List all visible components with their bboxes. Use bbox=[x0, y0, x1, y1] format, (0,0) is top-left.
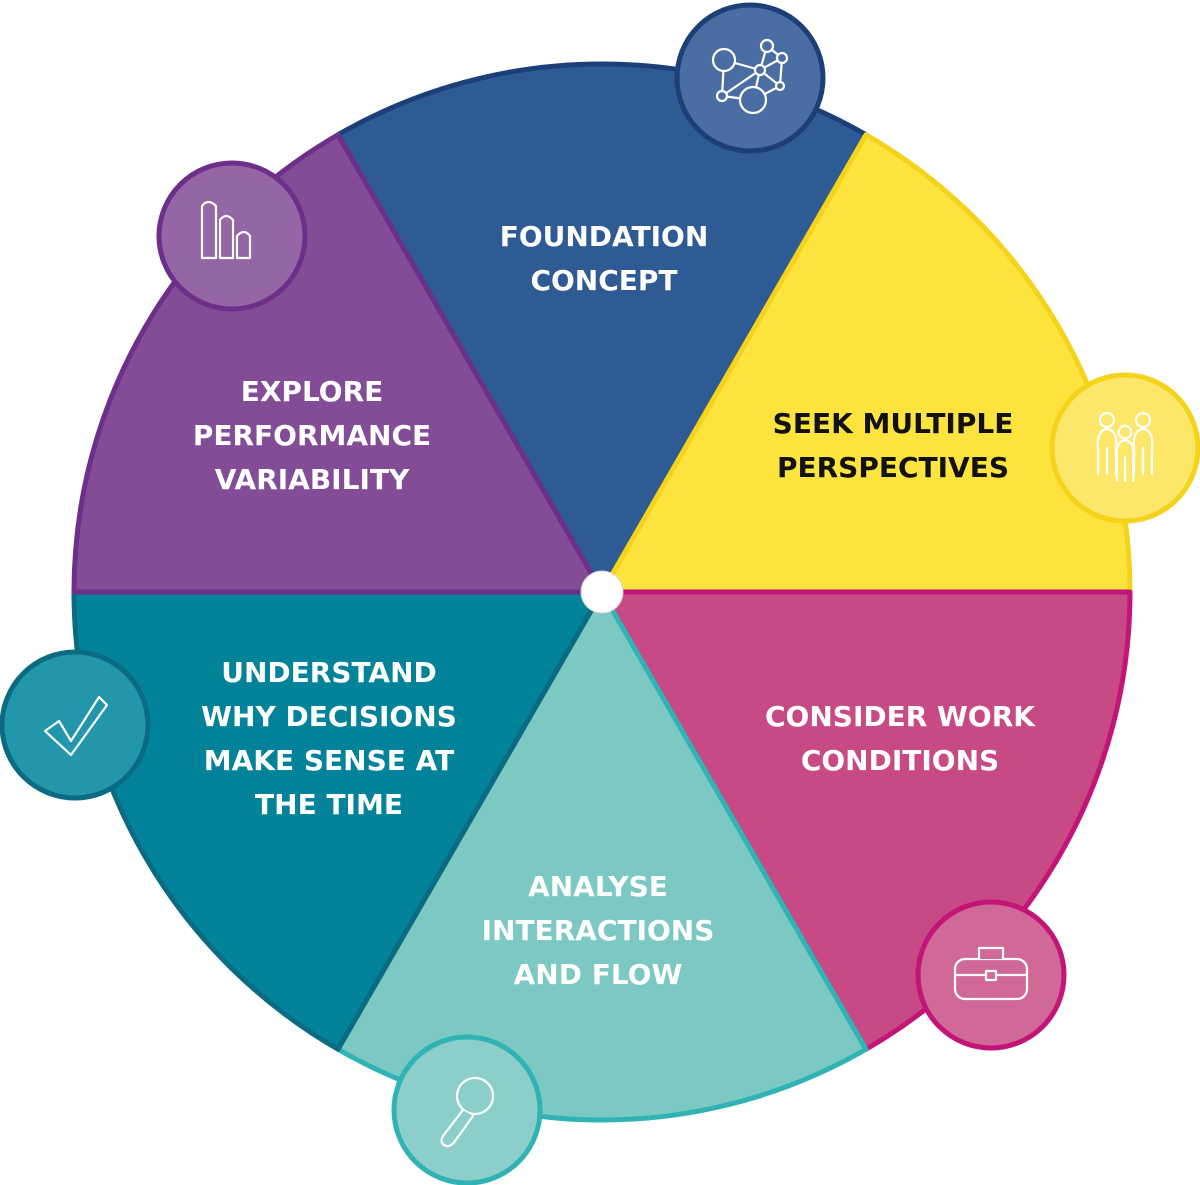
label-line: MAKE SENSE AT bbox=[204, 744, 454, 777]
segment-seek-multiple-perspectives bbox=[599, 132, 1133, 595]
checkmark-icon bbox=[43, 695, 109, 757]
label-line: EXPLORE bbox=[241, 375, 384, 408]
label-line: CONCEPT bbox=[530, 264, 677, 297]
label-seek-multiple-perspectives: SEEK MULTIPLE PERSPECTIVES bbox=[773, 407, 1014, 484]
network-icon bbox=[711, 38, 789, 115]
bars-icon-badge bbox=[156, 160, 308, 312]
network-icon-badge bbox=[674, 2, 826, 154]
label-line: THE TIME bbox=[255, 788, 403, 821]
label-understand-why-decisions: UNDERSTAND WHY DECISIONS MAKE SENSE AT THE … bbox=[201, 656, 457, 821]
toolbox-icon-badge bbox=[915, 899, 1067, 1051]
toolbox-icon bbox=[953, 946, 1029, 1001]
label-line: VARIABILITY bbox=[215, 463, 410, 496]
label-line: PERFORMANCE bbox=[193, 419, 431, 452]
label-line: CONSIDER WORK bbox=[765, 700, 1036, 733]
label-consider-work-conditions: CONSIDER WORK CONDITIONS bbox=[765, 700, 1036, 777]
label-line: SEEK MULTIPLE bbox=[773, 407, 1014, 440]
people-icon bbox=[1096, 411, 1154, 482]
label-foundation-concept: FOUNDATION CONCEPT bbox=[500, 220, 709, 297]
label-line: UNDERSTAND bbox=[221, 656, 437, 689]
label-line: PERSPECTIVES bbox=[777, 451, 1009, 484]
center-hub bbox=[580, 570, 624, 614]
label-analyse-interactions-and-flow: ANALYSE INTERACTIONS AND FLOW bbox=[482, 870, 715, 991]
label-line: ANALYSE bbox=[528, 870, 668, 903]
label-line: WHY DECISIONS bbox=[201, 700, 457, 733]
label-line: CONDITIONS bbox=[801, 744, 999, 777]
magnifier-icon bbox=[440, 1076, 495, 1148]
label-line: INTERACTIONS bbox=[482, 914, 715, 947]
magnifier-icon-badge bbox=[391, 1034, 543, 1185]
bars-icon bbox=[200, 200, 252, 260]
segment-analyse-interactions-and-flow bbox=[335, 589, 869, 1123]
label-explore-performance-variability: EXPLORE PERFORMANCE VARIABILITY bbox=[193, 375, 431, 496]
icon-badge-circle bbox=[0, 649, 151, 801]
label-line: AND FLOW bbox=[514, 958, 683, 991]
label-line: FOUNDATION bbox=[500, 220, 709, 253]
checkmark-icon-badge bbox=[0, 649, 151, 801]
people-icon-badge bbox=[1049, 372, 1200, 524]
